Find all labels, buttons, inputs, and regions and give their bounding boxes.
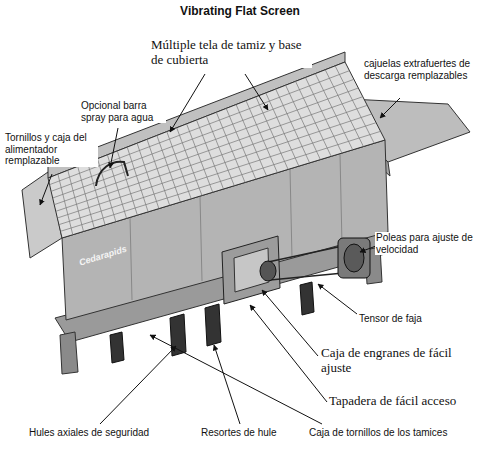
screen-mesh: [246, 101, 277, 173]
part-label: Hules axiales de seguridad: [28, 427, 150, 439]
part-label: Resortes de hule: [200, 427, 278, 439]
part-label: Caja de tornillos de los tamices: [308, 427, 448, 439]
part-label: Tensor de faja: [358, 313, 423, 325]
screen-mesh: [305, 77, 342, 153]
screen-mesh: [226, 108, 256, 179]
screen-mesh: [50, 71, 350, 185]
title: Vibrating Flat Screen: [0, 4, 480, 18]
screen-mesh: [315, 74, 352, 150]
screen-mesh: [78, 166, 95, 228]
screen-mesh: [236, 105, 266, 176]
screen-mesh: [57, 114, 371, 218]
screen-mesh: [206, 116, 234, 186]
screen-mesh: [88, 163, 105, 225]
screen-mesh: [58, 174, 73, 235]
part-label: Múltiple tela de tamiz y base de cubiert…: [150, 38, 312, 68]
screen-mesh: [59, 123, 376, 225]
part-label: cajuelas extrafuertes de descarga rempla…: [363, 58, 477, 81]
screen-mesh: [60, 131, 380, 231]
screen-mesh: [296, 81, 332, 156]
screen-mesh: [54, 97, 363, 205]
part-label: Caja de engranes de fácil ajuste: [320, 346, 472, 376]
part-label: Poleas para ajuste de velocidad: [375, 232, 477, 255]
part-label: Tornillos y caja del alimentador remplaz…: [4, 132, 98, 167]
part-label: Opcional barra spray para agua: [80, 100, 166, 123]
screen-mesh: [216, 112, 245, 182]
screen-mesh: [256, 97, 288, 170]
screen-mesh: [197, 120, 224, 189]
part-label: Tapadera de fácil acceso: [328, 394, 457, 409]
